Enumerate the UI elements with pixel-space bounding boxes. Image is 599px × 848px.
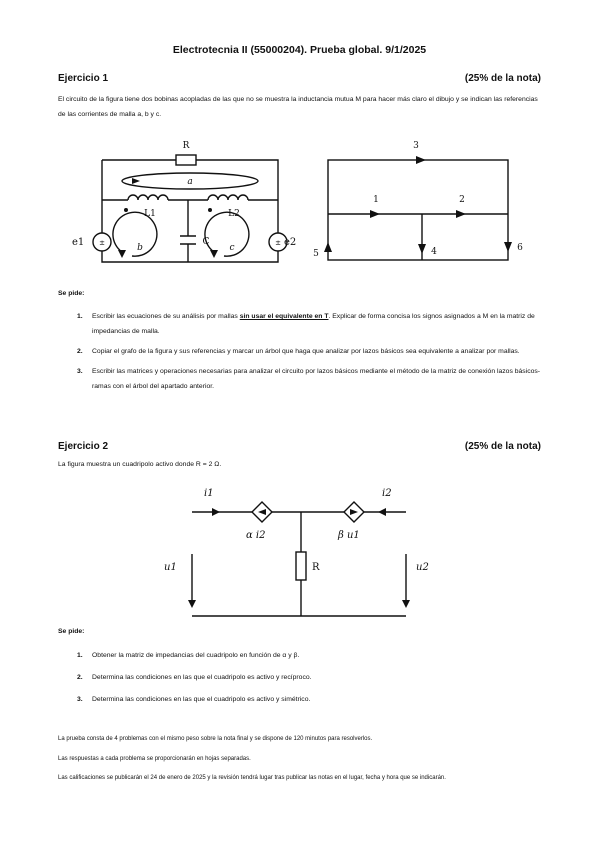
label-i2: i2 (382, 488, 392, 499)
label-src-beta: β u1 (337, 530, 360, 541)
inductor-L2 (207, 194, 249, 201)
ex2-intro: La figura muestra un cuadripolo activo d… (58, 461, 222, 468)
ex1-list: 1.Escribir las ecuaciones de su análisis… (58, 309, 542, 394)
label-e1: e1 (72, 237, 85, 248)
label-R: R (183, 141, 190, 151)
branch-5-label: 5 (313, 249, 319, 259)
ex1-circuit-figure: R a L1 L2 C b c ± ± (92, 141, 288, 263)
label-u1: u1 (164, 562, 177, 573)
ex1-item-1: 1.Escribir las ecuaciones de su análisis… (77, 313, 535, 335)
source-e1 (92, 232, 112, 252)
resistor-R-ex2 (295, 551, 307, 581)
label-i1: i1 (204, 488, 214, 499)
ex2-item-3: 3.Determina las condiciones en las que e… (77, 696, 311, 703)
label-L1: L1 (144, 209, 156, 219)
branch-6-label: 6 (517, 243, 523, 253)
branch-1-label: 1 (373, 195, 379, 205)
branch-2-label: 2 (459, 195, 465, 205)
branch-4-label: 4 (431, 247, 437, 257)
ex2-list: 1.Obtener la matriz de impedancias del c… (58, 648, 542, 707)
ex1-item-2: 2.Copiar el grafo de la figura y sus ref… (77, 348, 520, 355)
label-src-alpha: α i2 (246, 530, 266, 541)
page-title: Electrotecnia II (55000204). Prueba glob… (172, 44, 427, 56)
footer-note-2: Las respuestas a cada problema se propor… (58, 756, 251, 762)
ex2-title: Ejercicio 2 (58, 441, 109, 452)
branch-3-label: 3 (413, 141, 419, 151)
label-u2: u2 (416, 562, 429, 573)
footer-note-1: La prueba consta de 4 problemas con el m… (58, 736, 373, 742)
label-C: C (203, 237, 210, 247)
label-mesh-b: b (137, 243, 143, 253)
label-mesh-a: a (187, 177, 192, 187)
inductor-L1 (127, 194, 169, 201)
ex2-weight: (25% de la nota) (464, 441, 541, 452)
ex1-title: Ejercicio 1 (58, 73, 109, 84)
ex2-item-2: 2.Determina las condiciones en las que e… (77, 674, 312, 681)
ex2-circuit-figure: i1 i2 α i2 β u1 R u1 u2 (164, 488, 429, 617)
label-L2: L2 (228, 209, 240, 219)
ex2-item-1: 1.Obtener la matriz de impedancias del c… (77, 652, 300, 659)
ex1-weight: (25% de la nota) (464, 73, 541, 84)
label-mesh-c: c (229, 243, 234, 253)
resistor-R (175, 154, 197, 166)
ex1-item-3: 3.Escribir las matrices y operaciones ne… (77, 368, 541, 390)
ex1-intro: El circuito de la figura tiene dos bobin… (58, 96, 538, 118)
source-e2-sign: ± (275, 239, 281, 247)
ex2-se-pide: Se pide: (58, 628, 85, 635)
source-e1-sign: ± (99, 239, 105, 247)
ex1-graph-figure: 3 1 2 4 5 6 (313, 141, 523, 261)
label-e2: e2 (284, 237, 297, 248)
ex1-se-pide: Se pide: (58, 290, 85, 297)
footer-note-3: Las calificaciones se publicarán el 24 d… (58, 775, 446, 781)
source-e2 (268, 232, 288, 252)
label-R-ex2: R (312, 562, 320, 573)
